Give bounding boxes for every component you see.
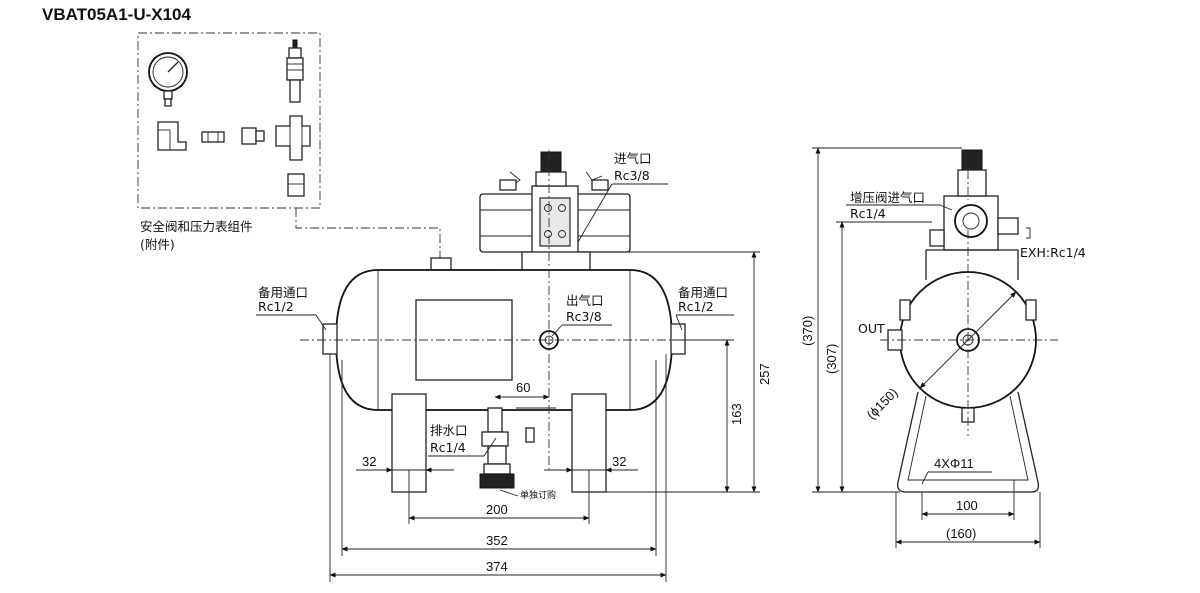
booster-inlet-spec: Rc1/4: [850, 206, 886, 221]
booster-valve: [479, 151, 631, 279]
drain-valve-icon: [479, 407, 535, 489]
fitting-adapter-icon: [241, 127, 265, 145]
accessory-kit: [137, 32, 321, 209]
front-dimensions: 60 163 257 32 32 200 352 374: [329, 251, 772, 582]
dim-60: 60: [516, 380, 530, 395]
accessory-label: 安全阀和压力表组件: [140, 219, 253, 234]
spare-port-right: [670, 323, 686, 355]
spare-right-name: 备用通口: [678, 285, 728, 300]
accessory-leader-line: [295, 208, 441, 258]
booster-inlet-name: 增压阀进气口: [850, 190, 925, 205]
dim-holes: 4XΦ11: [934, 456, 974, 471]
dim-phi150: (ϕ150): [864, 385, 901, 422]
spare-right-spec: Rc1/2: [678, 299, 714, 314]
side-stand: [897, 391, 1040, 493]
dim-374: 374: [486, 559, 508, 574]
dim-370: (370): [800, 316, 815, 346]
inlet-spec: Rc3/8: [614, 168, 650, 183]
out-label: OUT: [858, 321, 885, 336]
order-note: 单独订购: [520, 489, 556, 501]
side-regulator: [961, 149, 983, 171]
side-view: [880, 149, 1058, 493]
dim-257: 257: [757, 363, 772, 385]
fitting-plug-icon: [287, 173, 305, 197]
dim-200: 200: [486, 502, 508, 517]
drain-spec: Rc1/4: [430, 440, 466, 455]
dim-160: (160): [946, 526, 976, 541]
front-labels: 进气口 Rc3/8 出气口 Rc3/8 备用通口 Rc1/2 备用通口 Rc1/…: [256, 151, 734, 501]
dim-163: 163: [729, 403, 744, 425]
drain-name: 排水口: [430, 423, 468, 438]
dim-32-right: 32: [612, 454, 626, 469]
spare-left-name: 备用通口: [258, 285, 308, 300]
fitting-nipple-icon: [201, 131, 225, 143]
spare-left-spec: Rc1/2: [258, 299, 294, 314]
outlet-name: 出气口: [566, 293, 604, 308]
pressure-gauge-icon: [148, 52, 188, 107]
dim-100: 100: [956, 498, 978, 513]
drawing-title: VBAT05A1-U-X104: [42, 5, 192, 24]
dim-32-left: 32: [362, 454, 376, 469]
accessory-note: (附件): [140, 237, 175, 252]
dim-352: 352: [486, 533, 508, 548]
inlet-name: 进气口: [614, 151, 652, 166]
nameplate: [415, 299, 513, 381]
safety-valve-icon: [286, 39, 304, 103]
exhaust-label: EXH:Rc1/4: [1020, 245, 1086, 260]
outlet-spec: Rc3/8: [566, 309, 602, 324]
dim-307: (307): [824, 344, 839, 374]
front-view: [300, 150, 710, 493]
fitting-tee-icon: [275, 115, 311, 161]
fitting-elbow-icon: [157, 121, 187, 151]
side-labels: 增压阀进气口 Rc1/4 EXH:Rc1/4 OUT: [846, 190, 1086, 336]
